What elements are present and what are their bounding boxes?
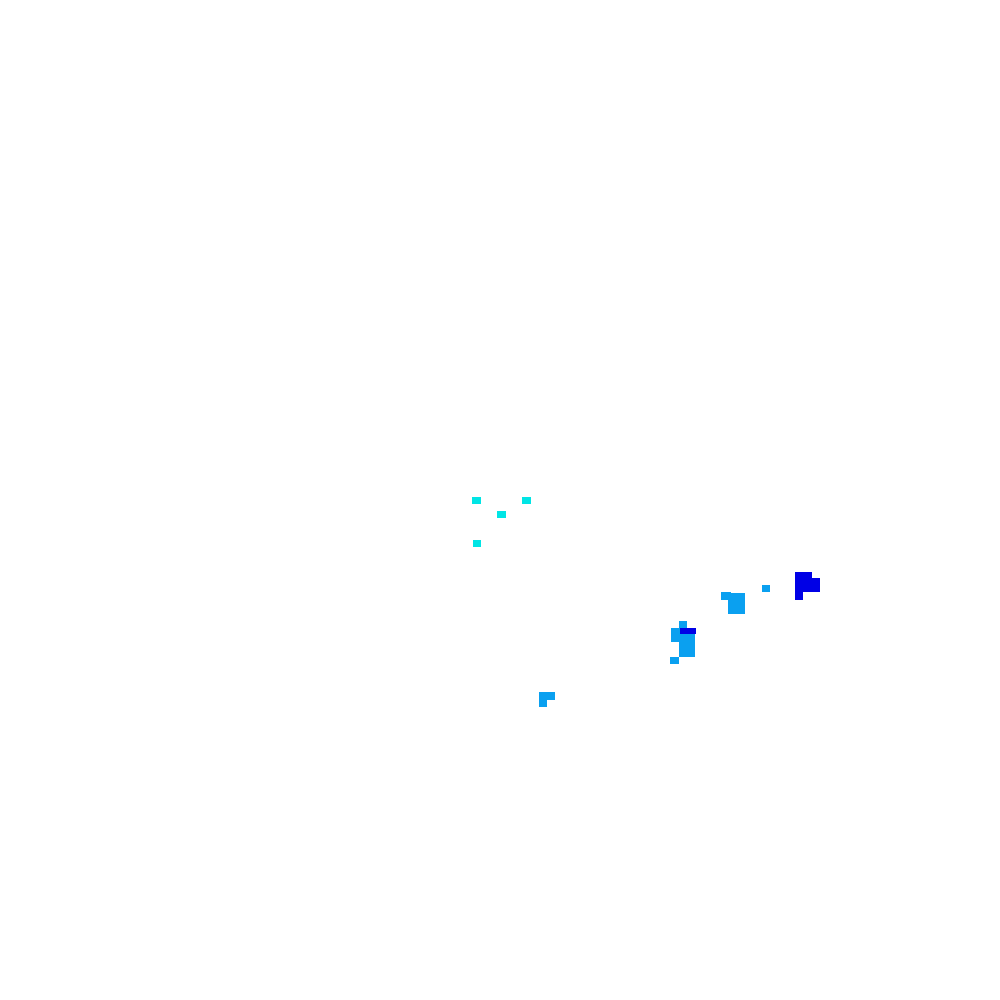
sky-block-4 <box>679 621 687 629</box>
sky-block-7 <box>670 657 679 664</box>
blue-block-2 <box>795 578 820 592</box>
cyan-block-1 <box>472 497 481 504</box>
cyan-block-3 <box>497 511 506 518</box>
blue-block-4 <box>680 628 696 634</box>
sky-block-6 <box>679 634 695 657</box>
sky-block-3 <box>728 593 745 614</box>
sky-block-2 <box>721 592 731 600</box>
sky-block-11 <box>687 655 695 657</box>
blue-block-3 <box>795 592 803 600</box>
cyan-block-4 <box>473 540 481 547</box>
cyan-block-2 <box>522 497 531 504</box>
sky-block-9 <box>539 700 547 707</box>
sky-block-1 <box>762 585 770 592</box>
sky-block-10 <box>671 635 681 642</box>
sky-block-8 <box>539 692 555 700</box>
